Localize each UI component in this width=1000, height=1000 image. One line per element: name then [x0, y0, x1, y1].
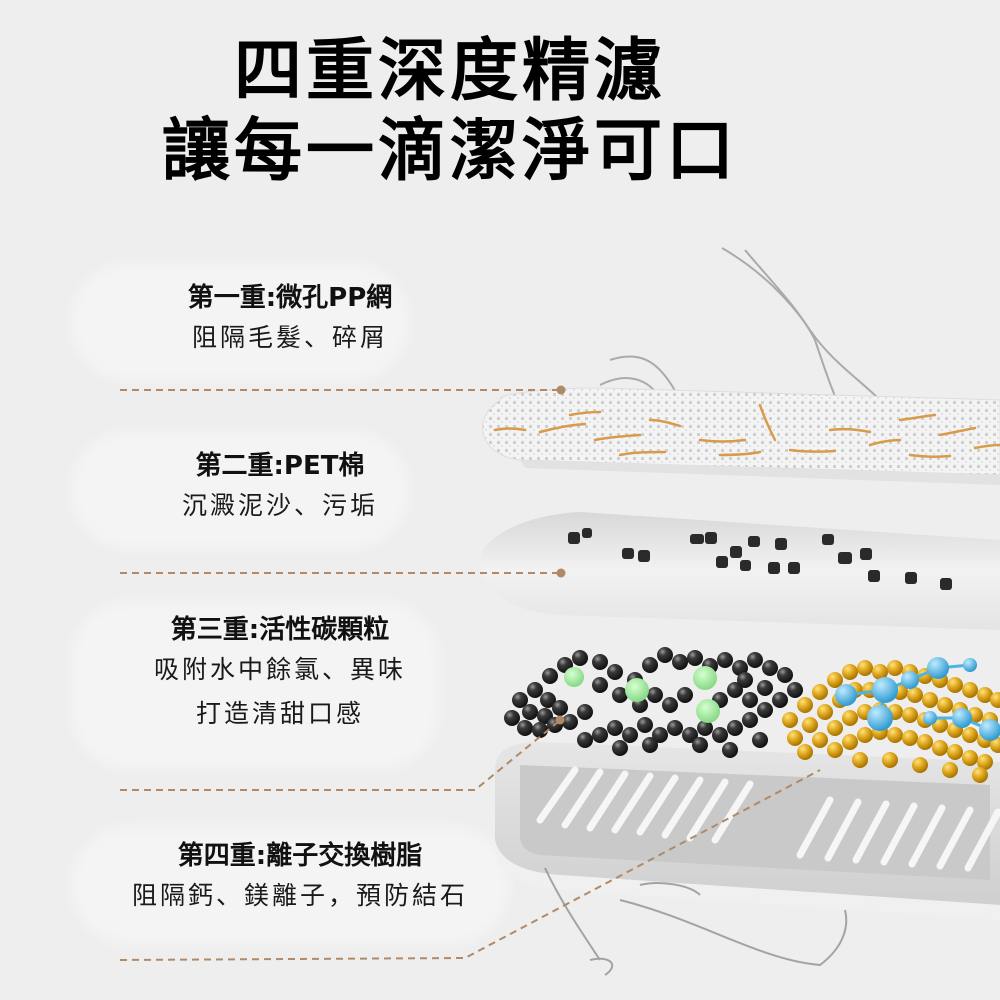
stage-3-title: 第三重:活性碳顆粒: [170, 615, 390, 645]
leader-lines: [119, 389, 821, 961]
stage-4-desc: 阻隔鈣、鎂離子，預防結石: [131, 881, 468, 910]
tray-slots: [536, 766, 1000, 872]
stage-2-desc: 沉澱泥沙、污垢: [181, 491, 378, 520]
stage-1-title: 第一重:微孔PP網: [187, 283, 393, 313]
stage-4-title: 第四重:離子交換樹脂: [177, 841, 423, 871]
water-splash-bottom: [544, 867, 848, 976]
calcium-magnesium-ions: [835, 657, 1000, 741]
stage-3-panel: [70, 600, 440, 770]
leader-line-4: [119, 769, 821, 961]
stage-2: 第二重:PET棉 沉澱泥沙、污垢: [120, 448, 440, 528]
stage-3-desc-line-1: 吸附水中餘氯、異味: [153, 655, 406, 684]
stage-2-panel: [70, 430, 410, 550]
stage-3: 第三重:活性碳顆粒 吸附水中餘氯、異味 打造清甜口感: [110, 612, 450, 736]
activated-carbon-layer: [504, 647, 803, 758]
stage-1: 第一重:微孔PP網 阻隔毛髮、碎屑: [130, 280, 450, 360]
stage-1-desc: 阻隔毛髮、碎屑: [191, 323, 388, 352]
stage-3-desc-line-2: 打造清甜口感: [195, 699, 364, 728]
stage-2-marker-dot: [556, 568, 566, 578]
stage-2-title: 第二重:PET棉: [195, 451, 365, 481]
headline-line-2: 讓每一滴潔淨可口: [161, 112, 738, 191]
filter-tray: [495, 742, 1000, 920]
chlorine-molecules: [564, 666, 720, 723]
sediment-particles: [568, 528, 952, 590]
leader-line-3: [120, 721, 559, 791]
stage-1-panel: [70, 262, 410, 382]
stage-4-panel: [70, 825, 510, 945]
pet-cotton-layer: [480, 512, 1000, 630]
stage-1-marker-dot: [556, 385, 566, 395]
pp-mesh-layer: [482, 385, 1000, 485]
headline-line-1: 四重深度精濾: [233, 32, 666, 111]
stage-4: 第四重:離子交換樹脂 阻隔鈣、鎂離子，預防結石: [80, 838, 520, 918]
